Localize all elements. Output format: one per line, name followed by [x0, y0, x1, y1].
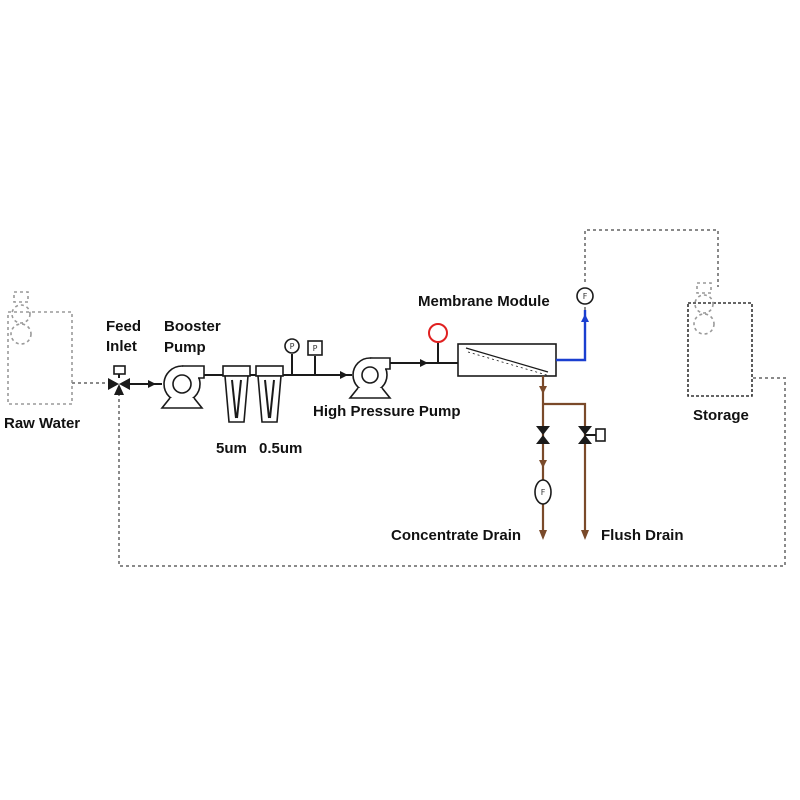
- feed-inlet-label-line1: Feed: [106, 318, 141, 335]
- booster-pump: [160, 365, 205, 409]
- concentrate-flowmeter-symbol: F: [541, 488, 546, 497]
- feed-inlet-label-line2: Inlet: [106, 338, 137, 355]
- concentrate-valve: [536, 426, 550, 444]
- filter-5um: [222, 365, 251, 423]
- membrane-module: [457, 343, 557, 377]
- booster-pump-label-line2: Pump: [164, 339, 206, 356]
- feed-line: [130, 342, 458, 388]
- pressure-gauge-1-symbol: P: [290, 342, 295, 351]
- high-pressure-pump: [348, 357, 392, 399]
- storage-tank: [687, 282, 753, 397]
- raw-water-tank: [7, 291, 73, 405]
- booster-pump-label-line1: Booster: [164, 318, 221, 335]
- pressure-gauge-1: P: [284, 338, 300, 354]
- high-pressure-indicator: [428, 323, 448, 343]
- permeate-line: F: [556, 287, 594, 362]
- storage-label: Storage: [693, 407, 749, 424]
- filter-0-5um-label: 0.5um: [259, 440, 302, 457]
- flush-drain-label: Flush Drain: [601, 527, 684, 544]
- drain-lines: [539, 376, 589, 540]
- permeate-flowmeter-symbol: F: [583, 292, 588, 301]
- feed-inlet-valve: [108, 365, 130, 395]
- high-pressure-pump-label: High Pressure Pump: [313, 403, 461, 420]
- filter-0-5um: [255, 365, 284, 423]
- filter-5um-label: 5um: [216, 440, 247, 457]
- flush-valve: [578, 426, 606, 444]
- pressure-switch-1: P: [307, 340, 323, 356]
- membrane-module-label: Membrane Module: [418, 293, 550, 310]
- raw-water-label: Raw Water: [4, 415, 80, 432]
- pressure-switch-1-symbol: P: [313, 344, 318, 353]
- concentrate-flowmeter: F: [534, 479, 552, 505]
- concentrate-drain-label: Concentrate Drain: [391, 527, 521, 544]
